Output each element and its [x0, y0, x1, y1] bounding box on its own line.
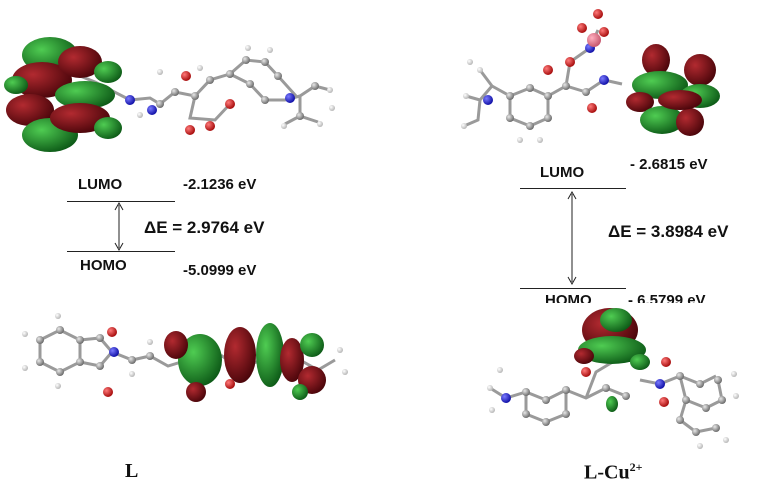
caption-l: L [125, 460, 139, 482]
l-homo-orbital-lobes [164, 323, 326, 402]
l-homo-atoms [22, 313, 348, 397]
l-gap-arrow [114, 201, 124, 252]
lcu-homo-molecule [489, 358, 724, 434]
caption-l-cu: L-Cu2+ [584, 460, 642, 485]
caption-l-cu-text: L-Cu [584, 461, 630, 484]
lcu-lumo-label: LUMO [540, 164, 585, 181]
l-homo-level-line [67, 251, 175, 252]
lcu-lumo-atoms [461, 9, 609, 143]
lcu-lumo-orbital-lobes [626, 44, 720, 136]
lcu-energy-gap: ΔE = 3.8984 eV [608, 222, 729, 241]
l-lumo-orbital-lobes [4, 37, 122, 152]
l-lumo-label: LUMO [78, 176, 123, 193]
lcu-homo-label: HOMO [545, 292, 592, 303]
l-lumo-atoms [125, 45, 335, 135]
l-homo-label: HOMO [80, 257, 127, 274]
l-energy-gap: ΔE = 2.9764 eV [144, 218, 265, 237]
lcu-gap-arrow [567, 190, 577, 286]
lcu-lumo-level-line [520, 188, 626, 189]
l-homo-energy: -5.0999 eV [183, 262, 257, 279]
lcu-homo-label-clip: HOMO [540, 291, 610, 303]
lcu-homo-orbital-lobes [574, 308, 650, 412]
lcu-homo-energy-clip: - 6.5799 eV [628, 291, 758, 303]
l-lumo-energy: -2.1236 eV [183, 176, 257, 193]
caption-l-cu-charge: 2+ [629, 460, 643, 474]
lcu-lumo-energy: - 2.6815 eV [630, 156, 708, 173]
lcu-homo-atoms [487, 357, 739, 449]
lcu-homo-energy: - 6.5799 eV [628, 292, 706, 303]
l-lumo-level-line [67, 201, 175, 202]
lcu-homo-level-line [520, 288, 626, 289]
